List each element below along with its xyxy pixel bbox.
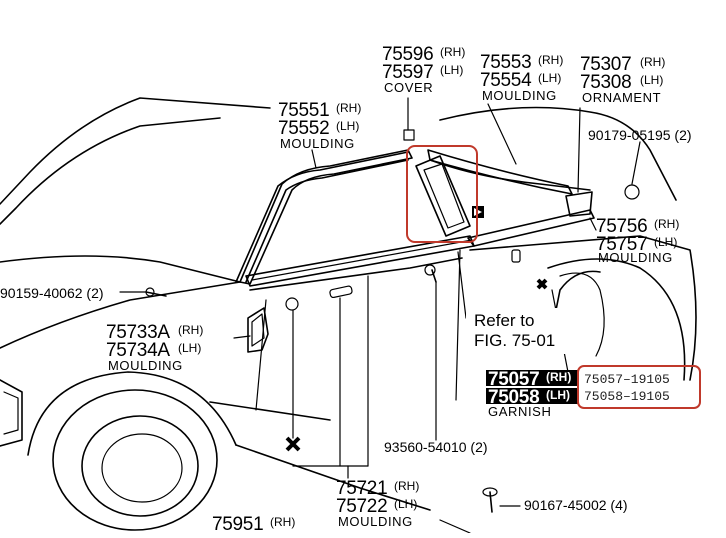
svg-text:COVER: COVER xyxy=(384,80,433,95)
svg-text:MOULDING: MOULDING xyxy=(598,250,673,265)
svg-text:(RH): (RH) xyxy=(394,479,419,493)
roof-moulding-shape xyxy=(239,149,413,285)
svg-text:75951: 75951 xyxy=(212,514,263,533)
highlight-pillar-cover xyxy=(406,145,478,243)
svg-text:Refer to: Refer to xyxy=(474,311,534,330)
label-cover: 75596 (RH) 75597 (LH) COVER xyxy=(382,44,465,95)
svg-text:(LH): (LH) xyxy=(654,235,677,249)
svg-text:FIG. 75-01: FIG. 75-01 xyxy=(474,331,555,350)
svg-text:(RH): (RH) xyxy=(178,323,203,337)
svg-text:(RH): (RH) xyxy=(440,45,465,59)
cross-clip-icon xyxy=(285,278,548,452)
annotation-line-2: 75058–19105 xyxy=(584,389,670,404)
belt-moulding-shape xyxy=(245,235,475,287)
svg-text:(RH): (RH) xyxy=(640,55,665,69)
annotation-line-1: 75057–19105 xyxy=(584,372,670,387)
quarter-window-moulding-shape xyxy=(467,191,595,247)
svg-text:75057: 75057 xyxy=(488,369,539,390)
svg-text:(LH): (LH) xyxy=(440,63,463,77)
svg-text:75553: 75553 xyxy=(480,52,531,73)
svg-text:75307: 75307 xyxy=(580,54,631,75)
svg-text:75756: 75756 xyxy=(596,216,647,237)
svg-text:(LH): (LH) xyxy=(538,71,561,85)
label-clip-left: 90159-40062 (2) xyxy=(0,285,104,301)
label-clip-mid: 93560-54010 (2) xyxy=(384,439,488,455)
highlight-garnish-box xyxy=(577,365,701,409)
svg-text:(RH): (RH) xyxy=(546,370,571,384)
svg-text:75552: 75552 xyxy=(278,118,329,139)
svg-text:MOULDING: MOULDING xyxy=(338,514,413,529)
label-moulding-door: 75721 (RH) 75722 (LH) MOULDING xyxy=(336,478,419,529)
svg-text:75734A: 75734A xyxy=(106,340,170,361)
svg-text:75721: 75721 xyxy=(336,478,387,499)
leader-lines xyxy=(119,97,641,534)
svg-text:75308: 75308 xyxy=(580,72,631,93)
label-moulding-quarter: 75756 (RH) 75757 (LH) MOULDING xyxy=(596,216,679,265)
svg-text:(RH): (RH) xyxy=(538,53,563,67)
svg-text:MOULDING: MOULDING xyxy=(108,358,183,373)
svg-text:(RH): (RH) xyxy=(270,515,295,529)
label-screw-bottom: 90167-45002 (4) xyxy=(524,497,628,513)
label-bottom-partial: 75951 (RH) xyxy=(212,514,295,535)
label-screw-top: 90179-05195 (2) xyxy=(588,127,692,143)
svg-text:75551: 75551 xyxy=(278,100,329,121)
svg-text:75757: 75757 xyxy=(596,234,647,255)
svg-text:MOULDING: MOULDING xyxy=(280,136,355,151)
svg-text:GARNISH: GARNISH xyxy=(488,404,551,419)
refer-note: Refer to FIG. 75-01 xyxy=(466,308,574,354)
svg-text:75597: 75597 xyxy=(382,62,433,83)
svg-text:75554: 75554 xyxy=(480,70,532,91)
label-garnish: 75057 (RH) 75058 (LH) GARNISH xyxy=(486,369,578,419)
svg-text:(RH): (RH) xyxy=(336,101,361,115)
svg-text:75722: 75722 xyxy=(336,496,387,517)
svg-text:(LH): (LH) xyxy=(640,73,663,87)
label-ornament: 75307 (RH) 75308 (LH) ORNAMENT xyxy=(580,54,665,105)
label-moulding-roof: 75551 (RH) 75552 (LH) MOULDING xyxy=(278,100,361,151)
svg-text:75058: 75058 xyxy=(488,387,539,408)
svg-text:MOULDING: MOULDING xyxy=(482,88,557,103)
fender-moulding-shape xyxy=(247,307,269,353)
label-moulding-fender: 75733A (RH) 75734A (LH) MOULDING xyxy=(106,322,203,373)
svg-text:(LH): (LH) xyxy=(394,497,417,511)
svg-text:(LH): (LH) xyxy=(178,341,201,355)
svg-text:(RH): (RH) xyxy=(654,217,679,231)
pillar-cover-shape xyxy=(415,155,471,237)
svg-text:(LH): (LH) xyxy=(336,119,359,133)
svg-text:75733A: 75733A xyxy=(106,322,170,343)
svg-text:(LH): (LH) xyxy=(546,388,570,402)
label-moulding-top: 75553 (RH) 75554 (LH) MOULDING xyxy=(480,52,563,103)
svg-text:ORNAMENT: ORNAMENT xyxy=(582,90,661,105)
upper-window-moulding-shape xyxy=(427,149,573,195)
svg-text:75596: 75596 xyxy=(382,44,433,65)
